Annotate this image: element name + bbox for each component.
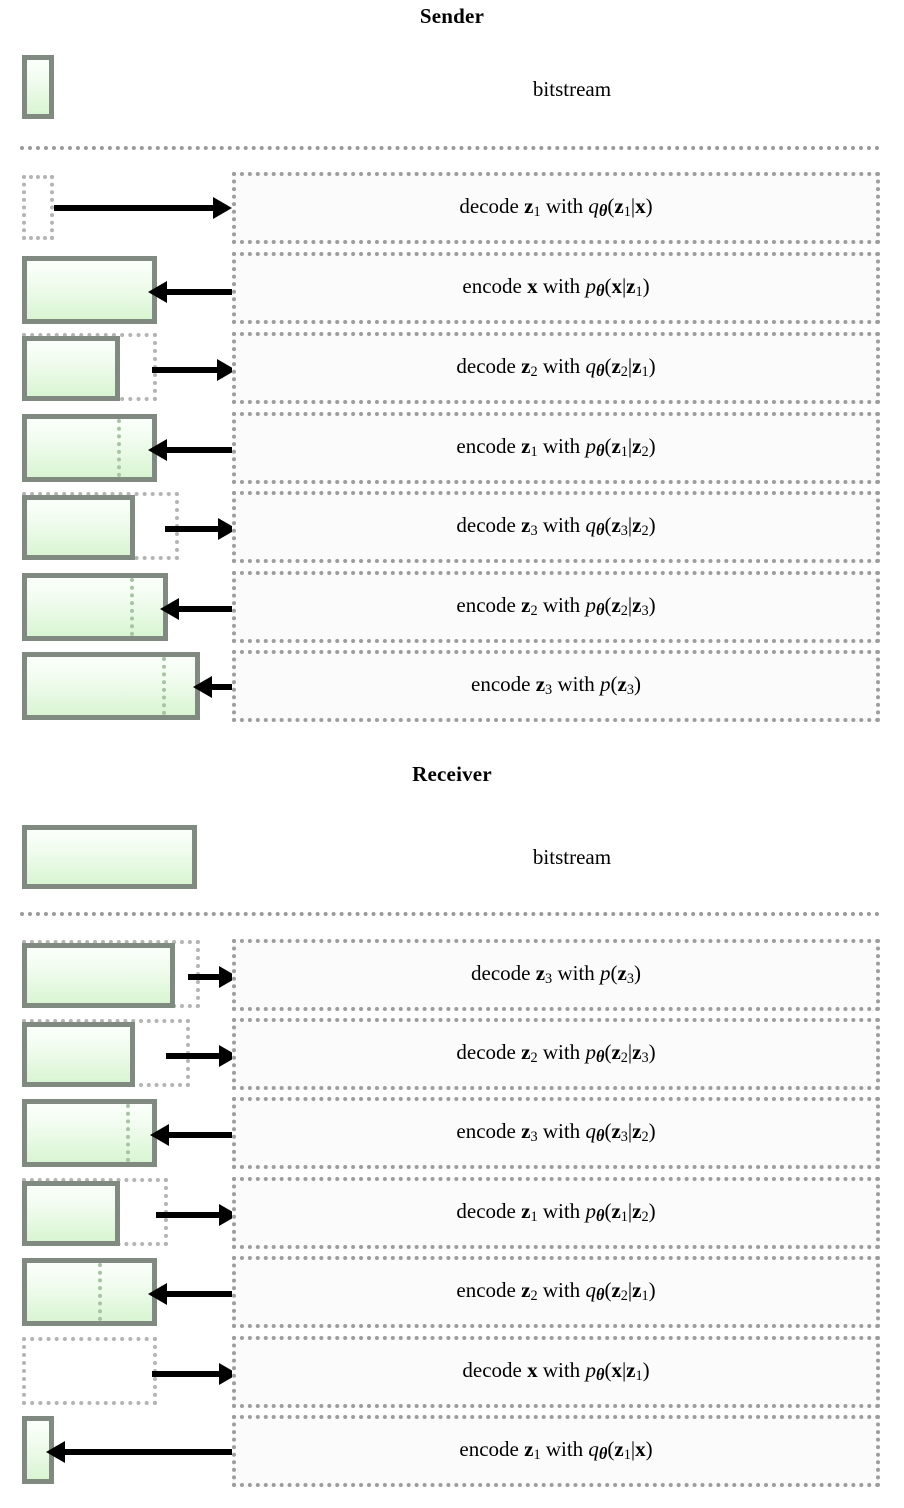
sender-op-row-7: encode z3 with p(z3): [232, 650, 880, 722]
sender-op-row-1: decode z1 with qθ(z1|x): [232, 172, 880, 244]
receiver-bar-divider-5: [98, 1263, 102, 1321]
receiver-bar-3: [22, 1099, 157, 1167]
receiver-bitstream-label: bitstream: [532, 845, 612, 869]
sender-bar-5: [22, 495, 135, 560]
sender-op-row-5: decode z3 with qθ(z3|z2): [232, 491, 880, 563]
receiver-bar-2: [22, 1022, 135, 1087]
sender-initial-bitstream-bar: [22, 55, 54, 119]
sender-op-row-4: encode z1 with pθ(z1|z2): [232, 412, 880, 484]
receiver-op-label-6: decode x with pθ(x|z1): [462, 1358, 650, 1385]
sender-bar-divider-6: [130, 578, 134, 636]
sender-op-label-3: decode z2 with qθ(z2|z1): [456, 354, 656, 381]
sender-op-label-6: encode z2 with pθ(z2|z3): [456, 593, 656, 620]
receiver-op-row-1: decode z3 with p(z3): [232, 939, 880, 1011]
sender-bar-divider-7: [162, 657, 166, 715]
receiver-title: Receiver: [412, 762, 492, 786]
sender-op-row-3: decode z2 with qθ(z2|z1): [232, 332, 880, 404]
receiver-op-row-4: decode z1 with pθ(z1|z2): [232, 1177, 880, 1249]
sender-op-row-2: encode x with pθ(x|z1): [232, 252, 880, 324]
sender-op-label-4: encode z1 with pθ(z1|z2): [456, 434, 656, 461]
sender-op-row-6: encode z2 with pθ(z2|z3): [232, 571, 880, 643]
receiver-op-row-2: decode z2 with pθ(z2|z3): [232, 1018, 880, 1090]
receiver-separator-rule: [20, 912, 880, 916]
receiver-op-row-7: encode z1 with qθ(z1|x): [232, 1415, 880, 1487]
receiver-bar-1: [22, 943, 175, 1008]
sender-bar-divider-4: [117, 419, 121, 477]
receiver-bar-divider-3: [126, 1104, 130, 1162]
sender-bar-3: [22, 336, 120, 401]
sender-bar-2: [22, 256, 157, 324]
receiver-op-label-7: encode z1 with qθ(z1|x): [459, 1437, 653, 1464]
receiver-op-label-2: decode z2 with pθ(z2|z3): [456, 1040, 656, 1067]
receiver-op-row-6: decode x with pθ(x|z1): [232, 1336, 880, 1408]
receiver-op-row-3: encode z3 with qθ(z3|z2): [232, 1097, 880, 1169]
receiver-op-label-4: decode z1 with pθ(z1|z2): [456, 1199, 656, 1226]
sender-bitstream-label: bitstream: [532, 77, 612, 101]
receiver-bar-5: [22, 1258, 157, 1326]
receiver-op-label-1: decode z3 with p(z3): [471, 961, 641, 988]
receiver-bar-ghost-6: [22, 1337, 157, 1405]
sender-bar-ghost-1: [22, 175, 54, 240]
sender-op-label-5: decode z3 with qθ(z3|z2): [456, 513, 656, 540]
sender-bar-7: [22, 652, 200, 720]
sender-bar-6: [22, 573, 168, 641]
receiver-op-row-5: encode z2 with qθ(z2|z1): [232, 1256, 880, 1328]
sender-op-label-1: decode z1 with qθ(z1|x): [459, 194, 653, 221]
sender-title: Sender: [419, 4, 485, 28]
receiver-op-label-3: encode z3 with qθ(z3|z2): [456, 1119, 656, 1146]
receiver-op-label-5: encode z2 with qθ(z2|z1): [456, 1278, 656, 1305]
receiver-bar-4: [22, 1181, 120, 1246]
sender-op-label-7: encode z3 with p(z3): [471, 672, 641, 699]
sender-bar-4: [22, 414, 157, 482]
sender-separator-rule: [20, 146, 880, 150]
sender-op-label-2: encode x with pθ(x|z1): [462, 274, 650, 301]
receiver-initial-bitstream-bar: [22, 825, 197, 889]
